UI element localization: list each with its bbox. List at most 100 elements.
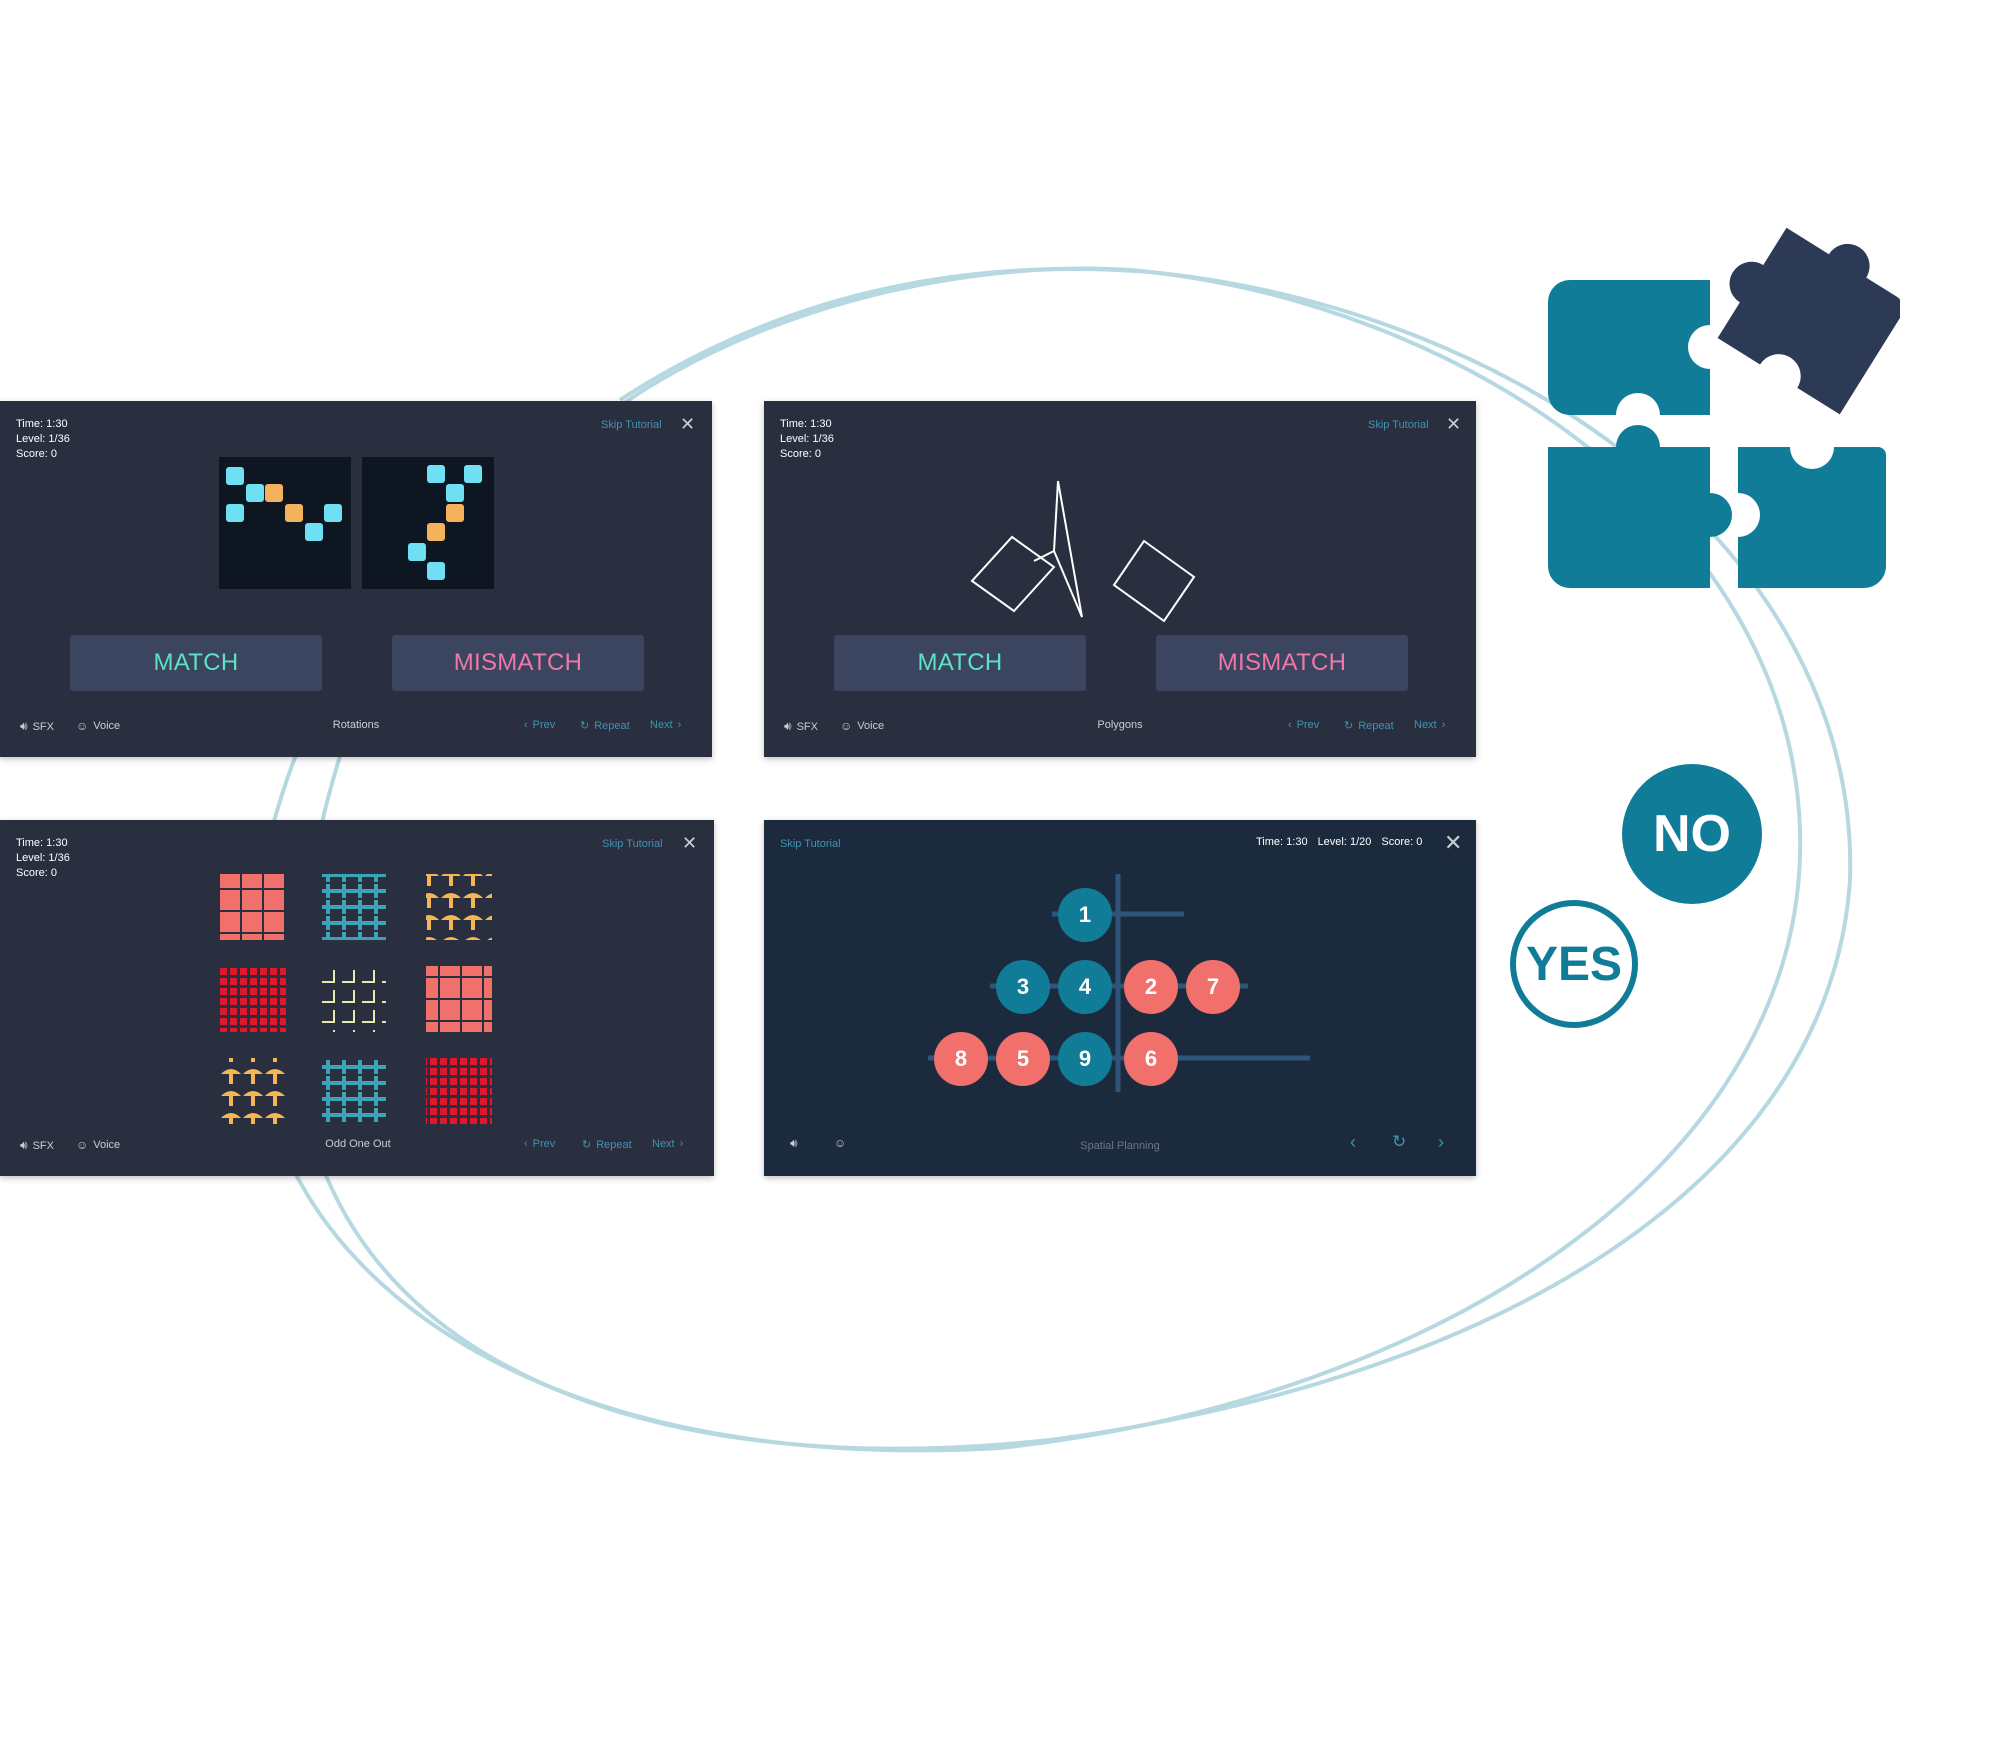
pattern-tiles[interactable] (220, 874, 286, 940)
chevron-right-icon: › (1438, 1132, 1444, 1152)
sfx-toggle[interactable]: 🔊︎ SFX (20, 719, 54, 734)
ball-salmon[interactable]: 8 (934, 1032, 988, 1086)
mismatch-button[interactable]: MISMATCH (392, 635, 644, 691)
puzzle-piece-bottom-left (1548, 425, 1732, 588)
close-icon[interactable]: ✕ (1444, 830, 1463, 855)
repeat-button[interactable]: ↻ (1392, 1132, 1406, 1152)
block (464, 465, 482, 483)
voice-label: Voice (93, 720, 121, 732)
game-name: Rotations (332, 719, 380, 731)
close-icon[interactable]: ✕ (680, 414, 696, 434)
sfx-toggle[interactable]: 🔊︎SFX (20, 1138, 54, 1153)
prev-label: Prev (1296, 719, 1320, 731)
game-name: Spatial Planning (1080, 1140, 1160, 1152)
level-text: Level: 1/20 (1317, 836, 1372, 848)
pattern-mushroom[interactable] (220, 1058, 286, 1124)
block (446, 504, 464, 522)
chevron-right-icon: › (1441, 719, 1446, 731)
score-text: Score: 0 (1381, 836, 1423, 848)
polygons-panel: Time: 1:30 Level: 1/36 Score: 0 Skip Tut… (764, 401, 1476, 757)
pattern-grid[interactable] (0, 868, 714, 1128)
block (408, 543, 426, 561)
block (427, 562, 445, 580)
skip-tutorial-link[interactable]: Skip Tutorial (601, 419, 662, 431)
skip-tutorial-link[interactable]: Skip Tutorial (1368, 419, 1429, 431)
stats: Time: 1:30 Level: 1/36 Score: 0 (16, 836, 70, 881)
next-button[interactable]: Next› (650, 719, 681, 731)
next-label: Next (1414, 719, 1437, 731)
block (305, 523, 323, 541)
skip-tutorial-link[interactable]: Skip Tutorial (602, 838, 663, 850)
voice-toggle[interactable]: ☺︎Voice (76, 1138, 120, 1152)
ball-salmon[interactable]: 5 (996, 1032, 1050, 1086)
ball-salmon[interactable]: 2 (1124, 960, 1178, 1014)
game-name: Polygons (1097, 719, 1143, 731)
skip-tutorial-link[interactable]: Skip Tutorial (780, 838, 841, 850)
spatial-planning-panel: Skip Tutorial Time: 1:30 Level: 1/20 Sco… (764, 820, 1476, 1176)
pattern-corners[interactable] (322, 966, 386, 1032)
puzzle-piece-bottom-right (1738, 447, 1886, 588)
level-text: Level: 1/36 (16, 433, 70, 445)
next-button[interactable]: › (1438, 1132, 1444, 1153)
pattern-red-dots[interactable] (426, 1058, 492, 1124)
time-text: Time: 1:30 (1256, 836, 1308, 848)
stats: Time: 1:30 Level: 1/20 Score: 0 (1256, 836, 1422, 848)
mismatch-button[interactable]: MISMATCH (1156, 635, 1408, 691)
ball-teal[interactable]: 3 (996, 960, 1050, 1014)
repeat-icon: ↻ (582, 1139, 592, 1151)
polygon-triangle (1052, 480, 1083, 618)
close-icon[interactable]: ✕ (1446, 414, 1462, 434)
puzzle-piece-top-left (1548, 280, 1710, 415)
pattern-tiles[interactable] (426, 966, 492, 1032)
next-button[interactable]: Next › (1414, 719, 1445, 731)
speaker-icon: 🔊︎ (20, 719, 28, 733)
level-text: Level: 1/36 (780, 433, 834, 445)
repeat-button[interactable]: ↻Repeat (580, 719, 630, 733)
prev-button[interactable]: ‹ (1350, 1132, 1356, 1153)
repeat-label: Repeat (1358, 719, 1394, 732)
chevron-left-icon: ‹ (1350, 1132, 1356, 1152)
sfx-toggle[interactable]: 🔊︎SFX (784, 719, 818, 734)
prev-button[interactable]: ‹Prev (1288, 719, 1319, 731)
block (226, 504, 244, 522)
time-text: Time: 1:30 (16, 837, 68, 849)
yes-badge: YES (1510, 900, 1638, 1028)
repeat-icon: ↻ (580, 720, 590, 732)
sfx-label: SFX (32, 720, 54, 733)
ball-teal[interactable]: 4 (1058, 960, 1112, 1014)
voice-icon: ☺︎ (840, 719, 853, 733)
speaker-icon: 🔊︎ (784, 719, 792, 733)
prev-button[interactable]: ‹Prev (524, 719, 555, 731)
voice-label: Voice (857, 720, 885, 732)
repeat-label: Repeat (596, 1138, 632, 1151)
block (427, 523, 445, 541)
voice-toggle[interactable]: ☺︎ (834, 1136, 846, 1150)
pattern-plus[interactable] (322, 1058, 386, 1124)
next-button[interactable]: Next› (652, 1138, 683, 1150)
pattern-red-dots[interactable] (220, 966, 286, 1032)
pattern-plus[interactable] (322, 874, 386, 940)
ball-teal[interactable]: 1 (1058, 888, 1112, 942)
ball-teal[interactable]: 9 (1058, 1032, 1112, 1086)
repeat-button[interactable]: ↻Repeat (1344, 719, 1394, 733)
close-icon[interactable]: ✕ (682, 833, 698, 853)
voice-toggle[interactable]: ☺︎ Voice (840, 719, 884, 733)
ball-salmon[interactable]: 7 (1186, 960, 1240, 1014)
ball-salmon[interactable]: 6 (1124, 1032, 1178, 1086)
match-button[interactable]: MATCH (70, 635, 322, 691)
sound-toggle[interactable]: 🔊︎ (790, 1136, 798, 1151)
voice-toggle[interactable]: ☺︎Voice (76, 719, 120, 733)
stats: Time: 1:30 Level: 1/36 Score: 0 (780, 417, 834, 462)
ball-layer[interactable]: 1 3 4 2 7 8 5 9 6 (764, 860, 1476, 1120)
odd-one-out-panel: Time: 1:30 Level: 1/36 Score: 0 Skip Tut… (0, 820, 714, 1176)
rotation-tile-right (362, 457, 494, 589)
prev-button[interactable]: ‹Prev (524, 1138, 555, 1150)
puzzle-icon (1548, 227, 1900, 588)
block (246, 484, 264, 502)
pattern-mushroom[interactable] (426, 874, 492, 940)
next-label: Next (652, 1138, 675, 1150)
polygon-edge (1033, 550, 1055, 562)
repeat-button[interactable]: ↻ Repeat (582, 1138, 632, 1152)
match-button[interactable]: MATCH (834, 635, 1086, 691)
time-text: Time: 1:30 (16, 418, 68, 430)
